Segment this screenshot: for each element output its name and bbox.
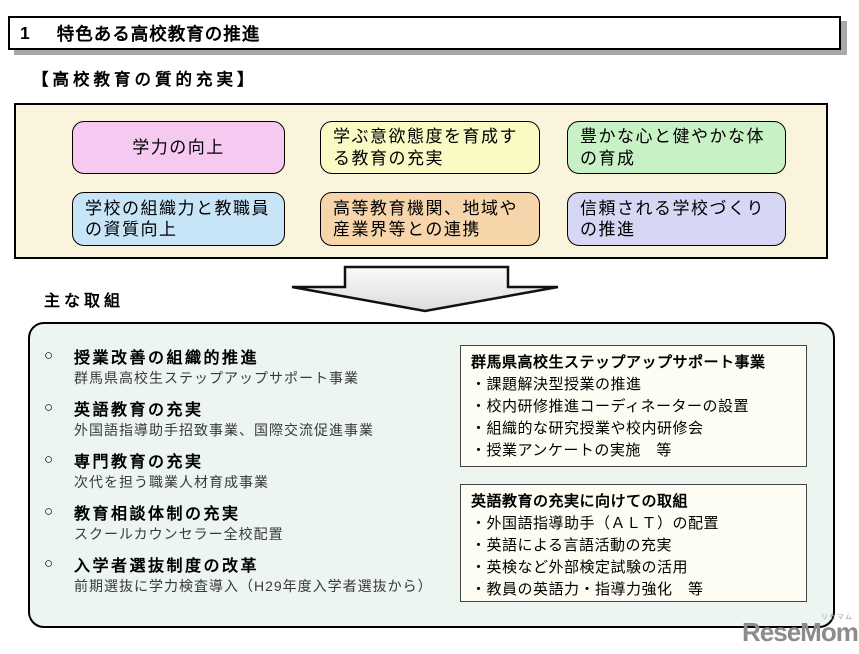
detail-box-title: 英語教育の充実に向けての取組: [471, 493, 689, 510]
title-bar: 1 特色ある高校教育の推進: [8, 16, 841, 50]
initiative-title: 教育相談体制の充実: [74, 506, 241, 523]
initiative-detail: 次代を担う職業人材育成事業: [74, 474, 269, 490]
circle-bullet-icon: ○: [44, 555, 54, 572]
main-initiatives-label: 主な取組: [44, 293, 125, 310]
initiative-item: ○ 教育相談体制の充実 スクールカウンセラー全校配置: [44, 500, 454, 545]
circle-bullet-icon: ○: [44, 399, 54, 416]
initiative-item: ○ 入学者選抜制度の改革 前期選抜に学力検査導入（H29年度入学者選抜から）: [44, 552, 454, 597]
goal-label: 高等教育機関、地域や産業界等との連携: [333, 198, 518, 239]
detail-bullet: ・組織的な研究授業や校内研修会: [471, 421, 704, 437]
detail-bullet: ・英語による言語活動の充実: [471, 538, 673, 554]
goals-panel: 学力の向上 学ぶ意欲態度を育成する教育の充実 豊かな心と健やかな体の育成 学校の…: [14, 103, 828, 259]
watermark-katakana: リセマム: [821, 614, 853, 621]
down-arrow-icon: [291, 265, 559, 313]
detail-box-english-education: 英語教育の充実に向けての取組 ・外国語指導助手（ＡＬＴ）の配置 ・英語による言語…: [460, 484, 807, 602]
subtitle: 【高校教育の質的充実】: [32, 71, 258, 89]
initiative-title: 専門教育の充実: [74, 454, 204, 471]
initiative-title: 授業改善の組織的推進: [74, 350, 260, 367]
detail-bullet: ・授業アンケートの実施 等: [471, 443, 672, 459]
initiative-detail: スクールカウンセラー全校配置: [74, 526, 284, 542]
resemom-logo: ReseMom.: [742, 617, 859, 647]
page-title: 特色ある高校教育の推進: [56, 23, 261, 44]
detail-box-title: 群馬県高校生ステップアップサポート事業: [471, 354, 766, 371]
initiative-item: ○ 英語教育の充実 外国語指導助手招致事業、国際交流促進事業: [44, 396, 454, 441]
goal-card-mind-body: 豊かな心と健やかな体の育成: [567, 121, 786, 174]
goal-card-staff-quality: 学校の組織力と教職員の資質向上: [72, 192, 285, 246]
goal-label: 豊かな心と健やかな体の育成: [580, 127, 765, 168]
detail-bullet: ・課題解決型授業の推進: [471, 377, 642, 393]
section-number: 1: [20, 22, 31, 43]
goal-label: 信頼される学校づくりの推進: [580, 198, 765, 239]
detail-bullet: ・教員の英語力・指導力強化 等: [471, 582, 704, 598]
initiative-detail: 外国語指導助手招致事業、国際交流促進事業: [74, 422, 374, 438]
initiative-item: ○ 授業改善の組織的推進 群馬県高校生ステップアップサポート事業: [44, 344, 454, 389]
initiative-title: 入学者選抜制度の改革: [74, 558, 260, 575]
goal-card-trusted-school: 信頼される学校づくりの推進: [567, 192, 786, 246]
initiative-item: ○ 専門教育の充実 次代を担う職業人材育成事業: [44, 448, 454, 493]
circle-bullet-icon: ○: [44, 451, 54, 468]
detail-bullet: ・外国語指導助手（ＡＬＴ）の配置: [471, 516, 720, 532]
goal-card-academic-ability: 学力の向上: [72, 121, 285, 174]
initiative-detail: 前期選抜に学力検査導入（H29年度入学者選抜から）: [74, 578, 433, 594]
goal-card-partnership: 高等教育機関、地域や産業界等との連携: [320, 192, 540, 246]
detail-bullet: ・英検など外部検定試験の活用: [471, 560, 689, 576]
goal-label: 学校の組織力と教職員の資質向上: [85, 198, 270, 239]
detail-box-stepup-support: 群馬県高校生ステップアップサポート事業 ・課題解決型授業の推進 ・校内研修推進コ…: [460, 345, 807, 467]
main-initiatives-panel: ○ 授業改善の組織的推進 群馬県高校生ステップアップサポート事業 ○ 英語教育の…: [28, 322, 835, 628]
goal-card-motivation: 学ぶ意欲態度を育成する教育の充実: [320, 121, 540, 174]
initiative-list: ○ 授業改善の組織的推進 群馬県高校生ステップアップサポート事業 ○ 英語教育の…: [44, 344, 454, 604]
detail-bullet: ・校内研修推進コーディネーターの設置: [471, 399, 749, 415]
circle-bullet-icon: ○: [44, 347, 54, 364]
goal-label: 学ぶ意欲態度を育成する教育の充実: [333, 127, 518, 168]
initiative-detail: 群馬県高校生ステップアップサポート事業: [74, 370, 359, 386]
initiative-title: 英語教育の充実: [74, 402, 204, 419]
goal-label: 学力の向上: [132, 137, 225, 157]
circle-bullet-icon: ○: [44, 503, 54, 520]
